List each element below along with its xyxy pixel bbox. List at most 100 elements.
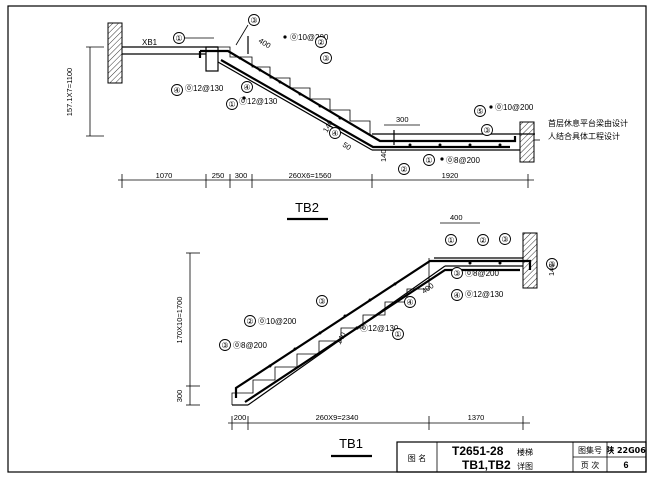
tb2-callout-4-mid: [241, 81, 253, 93]
tb2-note-line-1: 首层休息平台梁由设计: [548, 118, 628, 128]
tb2-rebar-dots: [238, 56, 502, 147]
tb2-drawing: 157.1X7=1100 XB1 ① ③ 400 ⓪10@200 ② ③ ④ ④…: [65, 14, 628, 221]
tb2-note-line-2: 人结合具体工程设计: [548, 131, 620, 141]
tb1-dim-200: 200: [234, 413, 247, 422]
tb2-spec-r2-bottom: ⓪8@200: [446, 156, 480, 165]
svg-text:③: ③: [501, 235, 508, 244]
tb2-spec-r4: ⓪12@130: [185, 84, 224, 93]
tb2-callout-2-top: [315, 36, 327, 48]
tb2-spec-r5: ⓪10@200: [495, 103, 534, 112]
svg-text:③: ③: [318, 297, 325, 306]
tb2-callout-4-left: [171, 84, 183, 96]
title-block: 图 名 T2651-28 楼梯 TB1,TB2 详图 图集号 陕 22G06 页…: [396, 441, 647, 473]
svg-text:①: ①: [447, 236, 454, 245]
tb2-title: TB2: [295, 200, 319, 215]
tb2-callout-5: [474, 105, 486, 117]
tb1-callout-2-top: [477, 234, 489, 246]
tb2-bottom-dim-3: 300: [235, 171, 248, 180]
tb1-dim-140a: 140: [334, 331, 348, 346]
tb1-spec-r4: ⓪12@130: [465, 290, 504, 299]
page-label: 页 次: [581, 460, 600, 470]
svg-text:③: ③: [548, 260, 555, 269]
tb1-bottom-dim-2: 1370: [468, 413, 485, 422]
tb1-title: TB1: [339, 436, 363, 451]
tb2-spec-r2: ⓪10@200: [290, 33, 329, 42]
tb2-dim-140b: 140: [379, 149, 388, 162]
tb2-callout-1-low: [423, 154, 435, 166]
title-code2: TB1,TB2: [462, 458, 511, 472]
svg-text:③: ③: [221, 341, 228, 350]
tb2-right-wall: [519, 121, 535, 163]
tb2-slab-label: XB1: [142, 38, 158, 47]
tb2-callout-3-low: [481, 124, 493, 136]
tb1-callout-1-top: [445, 234, 457, 246]
tb1-callout-4-right: [451, 289, 463, 301]
svg-text:③: ③: [453, 269, 460, 278]
svg-text:①: ①: [175, 34, 182, 43]
tb1-spec-r1: ⓪12@130: [360, 324, 399, 333]
svg-text:②: ②: [479, 236, 486, 245]
tb1-dim-140b: 140: [547, 263, 556, 276]
tb1-callout-3-low: [219, 339, 231, 351]
tb1-spec-r3: ⓪8@200: [465, 269, 499, 278]
svg-text:①: ①: [394, 330, 401, 339]
title-word: 楼梯: [517, 447, 533, 457]
tb2-dim-300: 300: [396, 115, 409, 124]
tb1-callout-3-mid: [451, 267, 463, 279]
tb2-dim-50: 50: [341, 140, 353, 152]
tb1-callout-3-left: [316, 295, 328, 307]
tb2-bottom-dim-1: 1070: [156, 171, 173, 180]
svg-text:④: ④: [453, 291, 460, 300]
svg-text:①: ①: [228, 100, 235, 109]
tb1-callout-4-mid: [404, 296, 416, 308]
tb1-callout-2-left: [244, 315, 256, 327]
tb1-rebar-dots: [268, 261, 502, 368]
svg-text:③: ③: [322, 54, 329, 63]
title-label: 图 名: [408, 453, 427, 463]
title-code: T2651-28: [452, 444, 504, 458]
svg-text:④: ④: [406, 298, 413, 307]
sheet-border: [7, 5, 647, 473]
tb2-callout-3-top: [248, 14, 260, 26]
tb1-spec-r3b: ⓪8@200: [233, 341, 267, 350]
page-value: 6: [623, 460, 628, 470]
tb2-left-wall: [107, 22, 123, 84]
tb2-bottom-dim-2: 250: [212, 171, 225, 180]
tb1-callout-1-mid: [392, 328, 404, 340]
tb2-callout-4-low: [329, 127, 341, 139]
tb1-dim-300: 300: [175, 390, 184, 403]
tb2-bottom-dim-5: 1920: [442, 171, 459, 180]
tb1-vertical-dim: 170X10=1700: [175, 297, 184, 344]
svg-text:②: ②: [317, 38, 324, 47]
tb1-dim-400a: 400: [450, 213, 463, 222]
tb1-callout-3-right: [546, 258, 558, 270]
svg-text:③: ③: [250, 16, 257, 25]
tb1-callout-3-top: [499, 233, 511, 245]
tb2-dim-400: 400: [257, 36, 272, 50]
svg-text:③: ③: [483, 126, 490, 135]
tb2-bottom-dim-4: 260X6=1560: [289, 171, 332, 180]
tb2-landing-beam: [205, 46, 219, 72]
tb2-callout-1-top: [173, 32, 185, 44]
svg-text:②: ②: [400, 165, 407, 174]
svg-text:①: ①: [425, 156, 432, 165]
svg-text:④: ④: [173, 86, 180, 95]
tb1-bottom-dim-1: 260X9=2340: [316, 413, 359, 422]
tb2-callout-1-mid: [226, 98, 238, 110]
svg-text:⑤: ⑤: [476, 107, 483, 116]
atlas-label: 图集号: [578, 445, 602, 455]
tb1-spec-r2: ⓪10@200: [258, 317, 297, 326]
title-word2: 详图: [517, 461, 533, 471]
svg-text:②: ②: [246, 317, 253, 326]
tb2-callout-3-right: [320, 52, 332, 64]
svg-text:④: ④: [331, 129, 338, 138]
svg-text:④: ④: [243, 83, 250, 92]
tb1-drawing: 170X10=1700 300 400 ① ③ ② ③ ③ ⓪8@200 400…: [175, 213, 558, 458]
tb2-callout-2-low: [398, 163, 410, 175]
tb1-dim-400b: 400: [420, 281, 435, 296]
tb2-vertical-dim: 157.1X7=1100: [65, 68, 74, 116]
tb2-spec-r1: ⓪12@130: [239, 97, 278, 106]
atlas-value: 陕 22G06: [606, 445, 646, 455]
